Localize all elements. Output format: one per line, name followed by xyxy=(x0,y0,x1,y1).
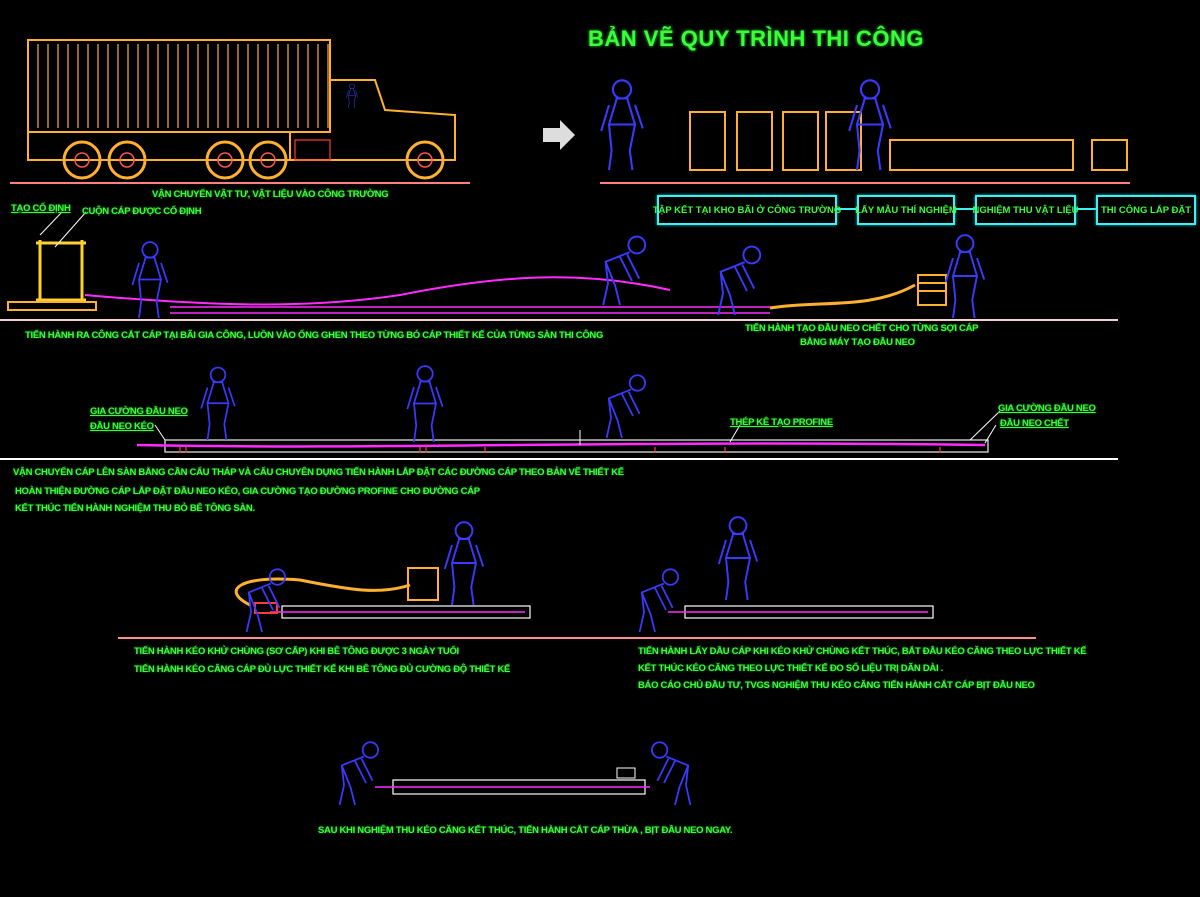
flow-step-acceptance: NGHIỆM THU VẬT LIỆU xyxy=(972,195,1079,225)
leader-lines xyxy=(39,211,87,248)
caption-anchor-machine: BẰNG MÁY TẠO ĐẦU NEO xyxy=(800,337,915,348)
pump-machine xyxy=(407,567,439,601)
caption-cut-and-seal: SAU KHI NGHIỆM THU KÉO CĂNG KẾT THÚC, TI… xyxy=(318,825,733,836)
truck xyxy=(27,39,456,180)
worker-figure xyxy=(605,374,646,439)
worker-figure xyxy=(848,79,892,172)
worker-figure xyxy=(717,516,759,601)
flow-step-sampling: LẤY MẪU THÍ NGHIỆM xyxy=(855,195,957,225)
anchor-machine xyxy=(917,274,947,306)
cable xyxy=(136,442,986,448)
worker-figure xyxy=(200,366,236,441)
arrow-right-icon xyxy=(543,120,575,150)
caption-stressing-right-1: TIẾN HÀNH LẤY DẦU CÁP KHI KÉO KHỬ CHÙNG … xyxy=(638,646,1087,657)
label-dead-anchor: ĐẦU NEO CHẾT xyxy=(1000,418,1069,429)
caption-stressing-right-2: KẾT THÚC KÉO CĂNG THEO LỰC THIẾT KẾ ĐO S… xyxy=(638,663,943,674)
caption-install-line-1: VẬN CHUYỂN CÁP LÊN SÀN BẰNG CẦN CẨU THÁP… xyxy=(13,467,624,478)
worker-figure xyxy=(651,741,692,806)
cable xyxy=(84,276,671,306)
caption-stressing-right-3: BÁO CÁO CHỦ ĐẦU TƯ, TVGS NGHIỆM THU KÉO … xyxy=(638,680,1035,691)
worker-figure xyxy=(944,234,986,319)
caption-transport: VẬN CHUYỂN VẬT TƯ, VẬT LIỆU VÀO CÔNG TRƯ… xyxy=(152,189,389,200)
label-fixed-frame: TẠO CỐ ĐỊNH xyxy=(11,203,71,214)
coil-frame xyxy=(7,240,97,311)
hydraulic-hose xyxy=(769,283,916,310)
worker-figure xyxy=(131,241,169,319)
leader-lines xyxy=(154,410,1001,444)
profile-supports xyxy=(179,447,941,453)
caption-stressing-left-1: TIẾN HÀNH KÉO KHỬ CHÙNG (SƠ CẤP) KHI BÊ … xyxy=(134,646,459,657)
flow-step-stockpile: TẬP KẾT TẠI KHO BÃI Ở CÔNG TRƯỜNG xyxy=(653,195,841,225)
label-live-anchor: ĐẦU NEO KÉO xyxy=(90,421,154,432)
label-anchor-reinforcement-right: GIA CƯỜNG ĐẦU NEO xyxy=(998,403,1096,414)
caption-install-line-3: KẾT THÚC TIẾN HÀNH NGHIỆM THU BỎ BÊ TÔNG… xyxy=(15,503,255,514)
page-title: BẢN VẼ QUY TRÌNH THI CÔNG xyxy=(588,26,925,51)
anchor-cap xyxy=(616,767,636,779)
worker-figure xyxy=(638,568,679,633)
caption-cable-cutting: TIẾN HÀNH RA CÔNG CẮT CÁP TẠI BÃI GIA CÔ… xyxy=(25,330,604,341)
worker-figure xyxy=(406,365,444,443)
worker-figure xyxy=(338,741,379,806)
label-fixed-coil: CUỘN CÁP ĐƯỢC CỐ ĐỊNH xyxy=(82,206,202,217)
hydraulic-hose xyxy=(234,577,411,607)
worker-figure xyxy=(717,245,762,316)
worker-figure xyxy=(443,521,485,606)
caption-install-line-2: HOÀN THIỆN ĐƯỜNG CÁP LẮP ĐẶT ĐẦU NEO KÉO… xyxy=(15,486,480,497)
label-anchor-reinforcement-left: GIA CƯỜNG ĐẦU NEO xyxy=(90,406,188,417)
worker-figure xyxy=(600,79,644,172)
label-profile-chair: THÉP KÊ TẠO PROFINE xyxy=(730,417,833,428)
worker-figure xyxy=(602,235,647,306)
caption-dead-anchor: TIẾN HÀNH TẠO ĐẦU NEO CHẾT CHO TỪNG SỢI … xyxy=(745,323,979,334)
caption-stressing-left-2: TIẾN HÀNH KÉO CĂNG CÁP ĐỦ LỰC THIẾT KẾ K… xyxy=(134,664,511,675)
material-stockpile xyxy=(689,111,1128,171)
flow-step-installation: THI CÔNG LẮP ĐẶT xyxy=(1096,195,1196,225)
